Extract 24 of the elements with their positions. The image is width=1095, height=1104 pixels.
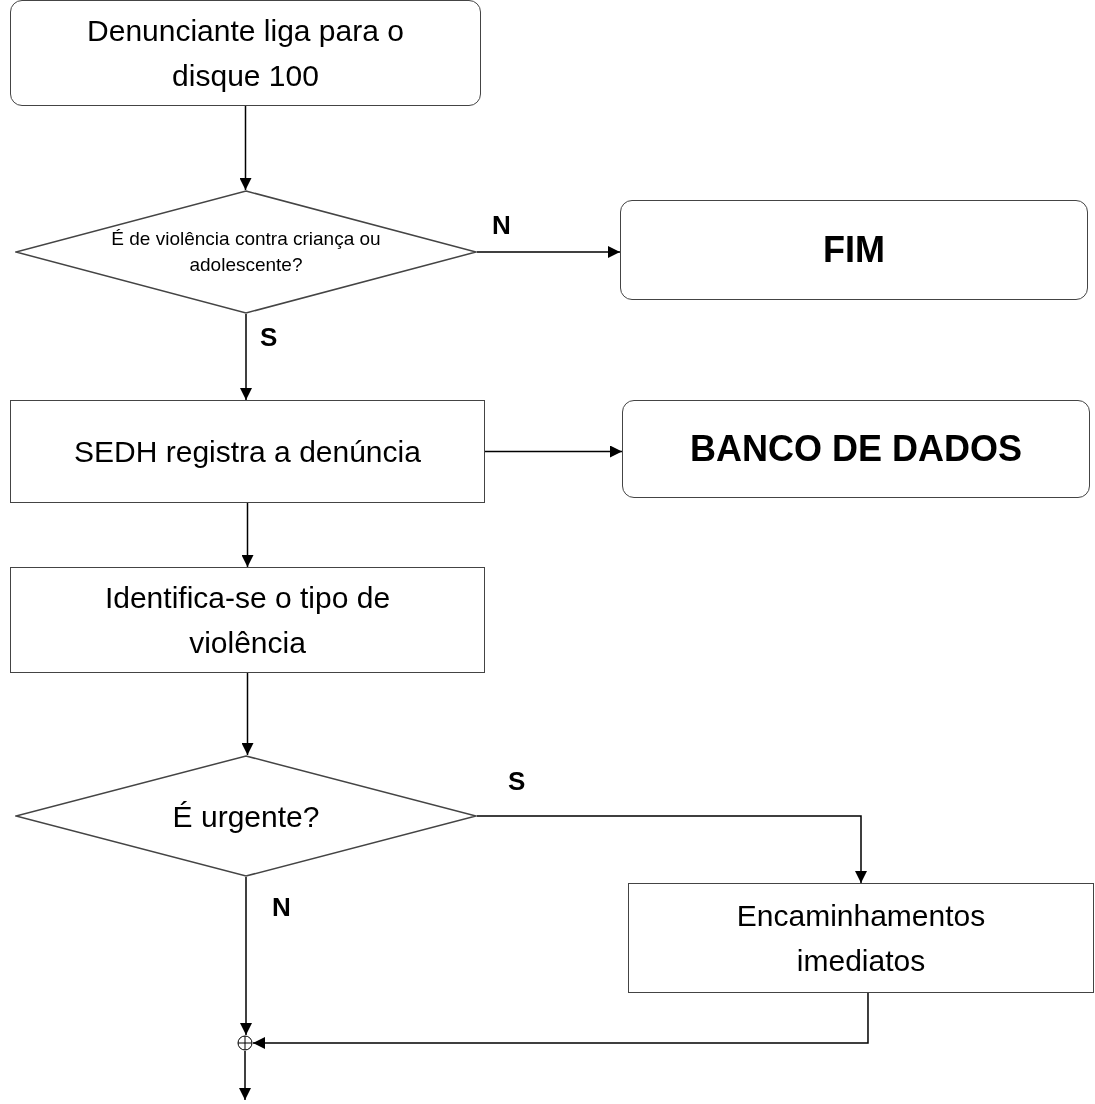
arrow — [239, 1050, 251, 1101]
process-box — [10, 400, 485, 503]
end-box — [620, 200, 1088, 300]
step-text: Denunciante liga para o disque 100 — [86, 13, 405, 94]
database-box — [622, 400, 1090, 498]
process-box — [628, 883, 1094, 993]
box-title: BANCO DE DADOS — [690, 427, 1022, 471]
box-title: FIM — [823, 228, 885, 272]
arrow — [240, 876, 252, 1036]
arrow — [476, 246, 621, 258]
arrow — [241, 502, 254, 568]
decision-text: É de violência contra criança ou adolescente? — [110, 227, 382, 277]
process-box — [10, 567, 485, 673]
decision-text: É urgente? — [172, 798, 320, 835]
step-text: Encaminhamentos imediatos — [735, 898, 987, 979]
arrow — [241, 672, 254, 756]
arrow — [240, 313, 252, 401]
arrow — [239, 105, 252, 191]
step-text: SEDH registra a denúncia — [74, 434, 421, 470]
arrow — [484, 445, 623, 458]
arrow — [476, 815, 867, 884]
step-text: Identifica-se o tipo de violência — [103, 580, 392, 661]
arrow — [252, 992, 869, 1049]
start-box — [10, 0, 481, 106]
